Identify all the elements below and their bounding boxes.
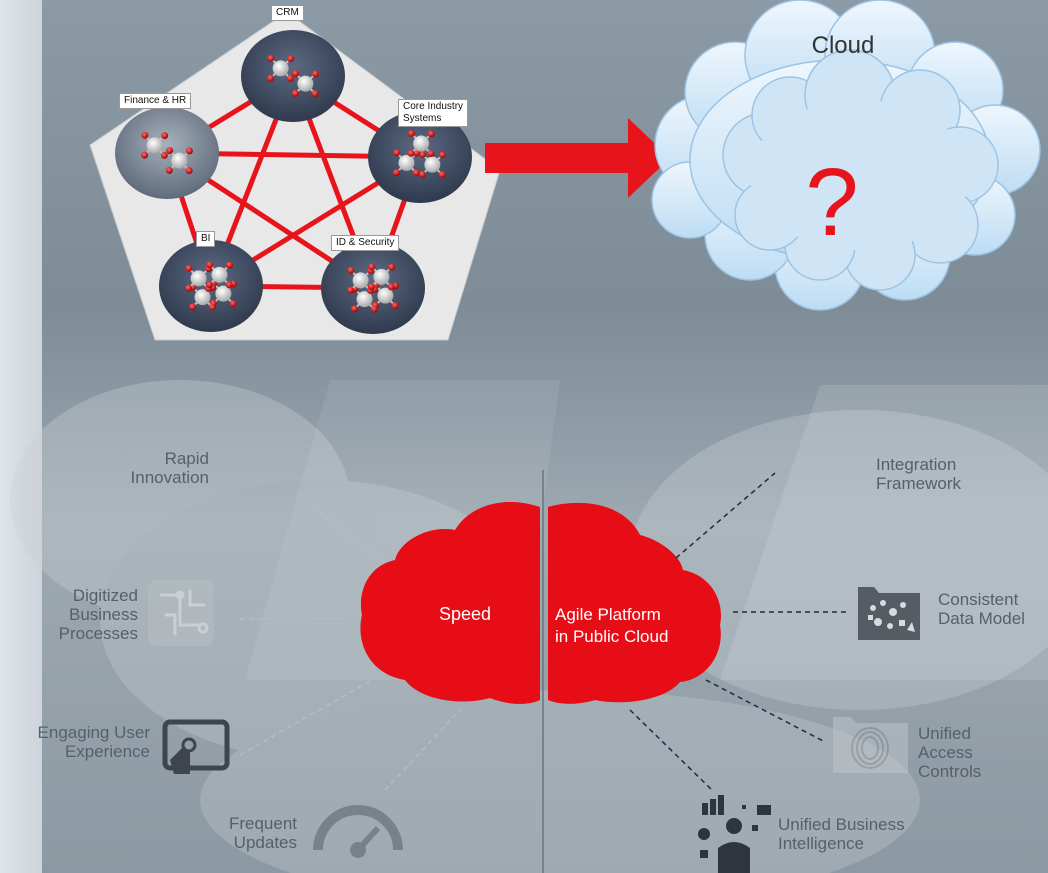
molecule-atom (418, 170, 426, 178)
molecule-atom (427, 130, 435, 138)
molecule-atom (165, 166, 173, 174)
cloud-question-mark: ? (805, 149, 858, 256)
circuit-icon (148, 580, 214, 646)
molecule-atom (229, 300, 237, 308)
molecule-atom (392, 169, 400, 177)
molecule-hub (352, 272, 369, 289)
molecule-hub (398, 154, 415, 171)
node-core (368, 111, 472, 203)
molecule-atom (350, 305, 358, 313)
molecule-atom (188, 303, 196, 311)
molecule-atom (427, 150, 435, 158)
label-frequent-updates: Frequent Updates (228, 814, 297, 852)
molecule-atom (413, 149, 421, 157)
speed-cloud (360, 501, 540, 704)
molecule-atom (412, 169, 420, 177)
cloud-label: Cloud (812, 32, 875, 59)
left-connectors (239, 499, 461, 791)
molecule-atom (208, 303, 216, 311)
molecule-atom (347, 286, 355, 294)
molecule-atom (391, 302, 399, 310)
molecule-atom (347, 266, 355, 274)
molecule-atom (291, 89, 299, 97)
molecule-hub (356, 291, 373, 308)
molecule-atom (438, 171, 446, 179)
label-unified-business-intelligence: Unified Business Intelligence (778, 815, 905, 853)
molecule-hub (211, 266, 228, 283)
molecule-hub (297, 75, 314, 92)
molecule-atom (205, 281, 213, 289)
molecule-atom (407, 149, 415, 157)
molecule-atom (387, 283, 395, 291)
speed-label: Speed (438, 604, 492, 624)
tablet-touch-icon (162, 719, 230, 774)
label-unified-access-controls: Unified Access Controls (918, 724, 982, 781)
label-consistent-data-model: Consistent Data Model (938, 590, 1025, 628)
molecule-hub (190, 270, 207, 287)
label-engaging-user-experience: Engaging User Experience (37, 723, 150, 761)
molecule-icons (141, 54, 446, 313)
molecule-atom (368, 263, 376, 271)
molecule-atom (141, 151, 149, 159)
molecule-atom (393, 149, 401, 157)
business-person-chart-icon (698, 795, 771, 873)
molecule-atom (286, 74, 294, 82)
molecule-atom (185, 147, 193, 155)
molecule-atom (166, 147, 174, 155)
molecule-hub (413, 135, 430, 152)
label-rapid-innovation: Rapid Innovation (130, 449, 209, 487)
molecule-atom (226, 261, 234, 269)
molecule-atom (367, 283, 375, 291)
molecule-hub (215, 285, 232, 302)
molecule-atom (370, 305, 378, 313)
molecule-hub (377, 287, 394, 304)
translucent-panel-right (720, 385, 1048, 680)
molecule-atom (160, 151, 168, 159)
molecule-atom (388, 263, 396, 271)
molecule-atom (185, 284, 193, 292)
fingerprint-folder-icon (833, 717, 908, 773)
molecule-atom (292, 70, 300, 78)
molecule-hub (272, 60, 289, 77)
molecule-atom (267, 54, 275, 62)
molecule-hub (171, 152, 188, 169)
molecule-atom (141, 131, 149, 139)
left-strip (0, 0, 42, 873)
cloud-shape (651, 0, 1041, 311)
molecule-atom (267, 74, 275, 82)
molecule-atom (419, 151, 427, 159)
tag-security: ID & Security (331, 235, 400, 251)
molecule-hub (373, 268, 390, 285)
molecule-atom (287, 55, 295, 63)
tag-crm: CRM (271, 5, 304, 21)
molecule-hub (194, 289, 211, 306)
tag-core: Core Industry Systems (398, 99, 469, 127)
molecule-atom (206, 261, 214, 269)
data-folder-icon (858, 587, 920, 640)
right-connectors (629, 472, 850, 791)
molecule-atom (407, 129, 415, 137)
tag-bi: BI (196, 231, 216, 247)
molecule-atom (225, 281, 233, 289)
speedometer-icon (313, 805, 403, 858)
agile-cloud (548, 502, 721, 704)
label-integration-framework: Integration Framework (876, 455, 962, 493)
molecule-atom (311, 70, 319, 78)
migration-arrow (485, 118, 670, 198)
molecule-atom (161, 132, 169, 140)
molecule-atom (185, 167, 193, 175)
node-crm (241, 30, 345, 122)
molecule-atom (438, 151, 446, 159)
molecule-hub (424, 156, 441, 173)
label-digitized-business-processes: Digitized Business Processes (58, 586, 138, 643)
molecule-hub (146, 137, 163, 154)
molecule-atom (311, 90, 319, 98)
molecule-atom (185, 264, 193, 272)
node-finance (115, 107, 219, 199)
agile-platform-label: Agile Platform in Public Cloud (555, 605, 669, 646)
tag-finance: Finance & HR (119, 93, 192, 109)
